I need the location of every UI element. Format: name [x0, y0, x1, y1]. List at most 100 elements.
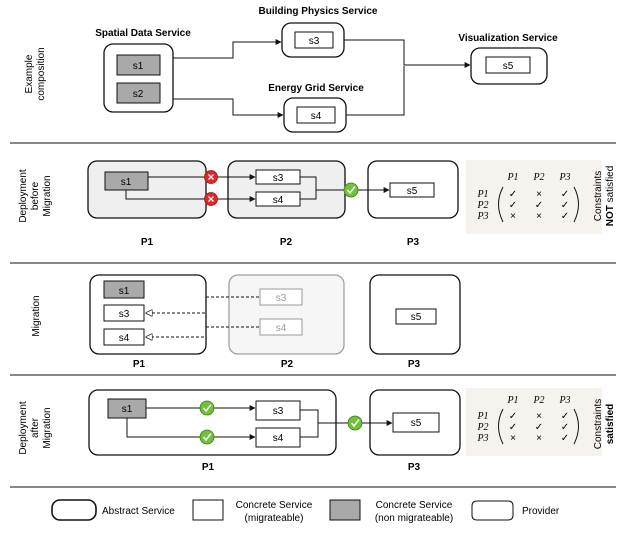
s2-box	[116, 82, 161, 104]
matrix-col-p1: P1	[506, 172, 518, 183]
label-p1: P1	[202, 462, 215, 473]
arrow-spatial-to-energy	[173, 98, 284, 118]
legend-concrete-label-1: Concrete Service	[236, 500, 313, 511]
constraints-not-satisfied-label: Constraints NOT satisfied	[593, 166, 616, 227]
s5-label: s5	[411, 312, 422, 323]
legend-concrete-swatch	[192, 499, 224, 521]
building-physics-title: Building Physics Service	[259, 6, 378, 17]
check-circle-icon	[199, 429, 215, 445]
matrix-cell: ×	[536, 411, 542, 422]
label-p1: P1	[141, 237, 154, 248]
s5-box	[392, 412, 440, 433]
legend-nonmig-swatch	[329, 499, 361, 521]
section-example-composition: Example composition Spatial Data Service…	[24, 6, 558, 133]
matrix-col-p3: P3	[558, 395, 570, 406]
row-label-line3: Migration	[42, 407, 53, 448]
legend-provider-label: Provider	[522, 506, 560, 517]
matrix-col-p2: P2	[532, 395, 544, 406]
label-p3: P3	[408, 462, 421, 473]
row-label-line2: before	[30, 181, 41, 210]
row-label-line2: after	[30, 417, 41, 438]
s4-label: s4	[311, 111, 322, 122]
label-p3: P3	[408, 359, 421, 370]
arrow-energy-to-vis	[346, 66, 405, 116]
row-label-line1: Example	[24, 54, 35, 93]
s1-label: s1	[122, 404, 133, 415]
svg-text:satisfied: satisfied	[605, 404, 616, 445]
x-circle-icon	[204, 192, 218, 206]
s2-label: s2	[133, 89, 144, 100]
s4-label: s4	[119, 333, 130, 344]
migrate-arrow-s4	[146, 326, 259, 337]
matrix-bracket-right	[573, 408, 579, 445]
s3-old-box	[259, 288, 303, 306]
s4-label: s4	[273, 195, 284, 206]
s5-box	[485, 56, 531, 74]
visualization-title: Visualization Service	[458, 33, 558, 44]
label-p2: P2	[281, 359, 294, 370]
matrix-col-p2: P2	[532, 172, 544, 183]
constraints-satisfied-label: Constraints satisfied	[593, 399, 616, 450]
matrix-cell: ✓	[561, 200, 569, 211]
s4-box	[296, 106, 336, 124]
s3-label: s3	[273, 173, 284, 184]
matrix-row-p2: P2	[476, 422, 488, 433]
constraint-matrix-before: P1 P2 P3 P1 P2 P3 ✓ × ✓ ✓ ✓ ✓ × × ✓	[466, 160, 602, 234]
section-deployment-before: Deployment before Migration s1 s3 s4 s5	[18, 160, 616, 248]
section-migration: Migration s1 s3 s4 s3 s4 s5 P1 P2 P3	[31, 274, 461, 370]
s5-label: s5	[411, 418, 422, 429]
legend: Abstract Service Concrete Service (migra…	[51, 499, 560, 524]
matrix-bracket-right	[573, 186, 579, 223]
legend-nonmig-label-2: (non migrateable)	[375, 513, 453, 524]
label-p2: P2	[280, 237, 293, 248]
legend-nonmig-label-1: Concrete Service	[376, 500, 453, 511]
provider-p2	[228, 274, 345, 355]
row-label: Migration	[31, 295, 42, 336]
s4-old-box	[259, 318, 303, 336]
s1-box	[116, 54, 161, 76]
row-label-line2: composition	[36, 47, 47, 100]
s5-label: s5	[503, 61, 514, 72]
matrix-row-p1: P1	[476, 411, 488, 422]
energy-grid-title: Energy Grid Service	[268, 83, 364, 94]
matrix-cell: ×	[510, 211, 516, 222]
constraint-matrix-after: P1 P2 P3 P1 P2 P3 ✓ × ✓ ✓ ✓ ✓ × × ✓	[466, 388, 602, 456]
row-label-line1: Deployment	[18, 401, 29, 455]
s4-old-label: s4	[276, 323, 287, 334]
matrix-cell: ✓	[509, 200, 517, 211]
matrix-cell: ✓	[535, 200, 543, 211]
label-p1: P1	[133, 359, 146, 370]
legend-abstract-label: Abstract Service	[102, 506, 175, 517]
s3-old-label: s3	[276, 293, 287, 304]
matrix-row-p3: P3	[476, 211, 488, 222]
matrix-cell: ✓	[561, 189, 569, 200]
matrix-cell: ✓	[509, 189, 517, 200]
s3-box	[294, 31, 334, 49]
matrix-cell: ×	[536, 433, 542, 444]
s4-box	[103, 328, 145, 346]
matrix-cell: ✓	[561, 422, 569, 433]
legend-abstract-swatch	[51, 499, 97, 521]
check-circle-icon	[347, 415, 363, 431]
connector-s4	[300, 190, 317, 200]
matrix-row-p3: P3	[476, 433, 488, 444]
s1-label: s1	[133, 61, 144, 72]
s1-box	[103, 280, 145, 299]
matrix-cell: ✓	[561, 211, 569, 222]
legend-concrete-label-2: (migrateable)	[245, 513, 304, 524]
matrix-bracket-left	[498, 186, 504, 223]
svg-text:Constraints: Constraints	[593, 399, 604, 450]
check-circle-icon	[199, 400, 215, 416]
check-circle-icon	[343, 182, 359, 198]
arrow-spatial-to-physics	[173, 39, 282, 59]
svg-text:Constraints: Constraints	[593, 171, 604, 222]
s5-label: s5	[407, 186, 418, 197]
s5-box	[389, 182, 435, 198]
matrix-col-p3: P3	[558, 172, 570, 183]
s1-label: s1	[121, 177, 132, 188]
migrate-arrow-s3	[146, 296, 259, 313]
legend-provider-swatch	[471, 500, 514, 521]
matrix-cell: ×	[510, 433, 516, 444]
